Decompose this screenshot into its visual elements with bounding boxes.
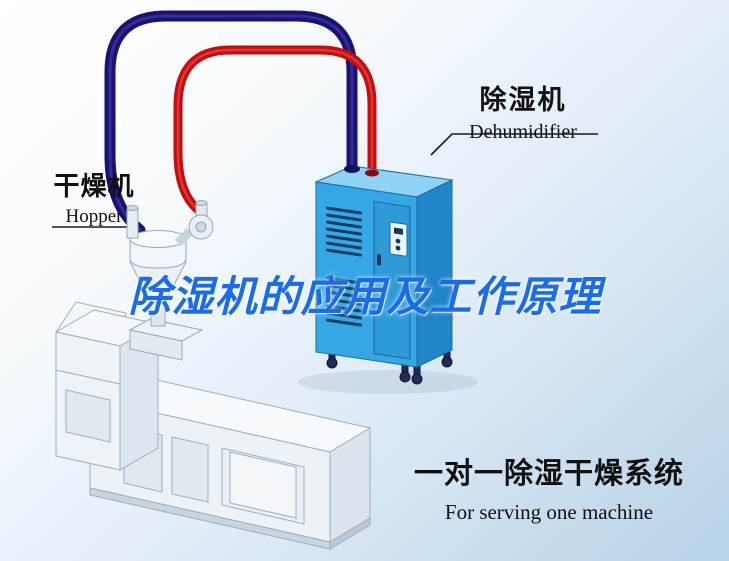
dehumidifier-label-cn: 除湿机 — [479, 85, 567, 115]
system-caption-cn: 一对一除湿干燥系统 — [413, 458, 684, 490]
hopper-platform-front — [129, 329, 183, 361]
return-air-hose-highlight — [176, 48, 374, 214]
door-handle — [377, 253, 381, 266]
head-panel — [65, 389, 111, 443]
head-seam — [55, 369, 121, 385]
hopper-label: 干燥机 Hopper — [44, 166, 144, 228]
dehumidifier-unit — [298, 165, 478, 394]
machine-base-end — [329, 517, 371, 550]
hot-hose-collar — [365, 169, 379, 177]
machine-panel-3-inner — [229, 451, 297, 519]
hopper-dryer — [126, 200, 214, 361]
hopper-label-cn: 干燥机 — [53, 171, 135, 201]
system-caption: 一对一除湿干燥系统 For serving one machine — [403, 450, 695, 525]
cabinet-shadow — [298, 370, 478, 394]
dry-air-hose-highlight — [108, 14, 354, 232]
control-button — [395, 245, 401, 251]
blower-duct — [174, 227, 194, 247]
hopper-bowl — [129, 239, 187, 269]
vent-grille-lower — [326, 276, 362, 327]
hopper-label-en: Hopper — [65, 206, 123, 227]
dehumidifier-leader-line — [430, 133, 598, 156]
blower-inlet-mouth — [195, 200, 208, 206]
dehumidifier-label: 除湿机 Dehumidifier — [446, 78, 600, 144]
control-display — [394, 227, 403, 235]
diagram-title: 除湿机的应用及工作原理 — [128, 273, 602, 320]
blower-motor-hub — [195, 221, 207, 233]
machine-panel-2 — [171, 436, 209, 503]
hopper-inlet-mouth — [126, 205, 139, 211]
extruder-machine — [54, 301, 372, 550]
system-caption-en: For serving one machine — [444, 500, 654, 524]
cold-hose-collar — [344, 165, 360, 173]
control-button — [395, 238, 401, 244]
dehumidifier-label-en: Dehumidifier — [469, 121, 577, 143]
vent-grille-upper — [326, 206, 362, 257]
